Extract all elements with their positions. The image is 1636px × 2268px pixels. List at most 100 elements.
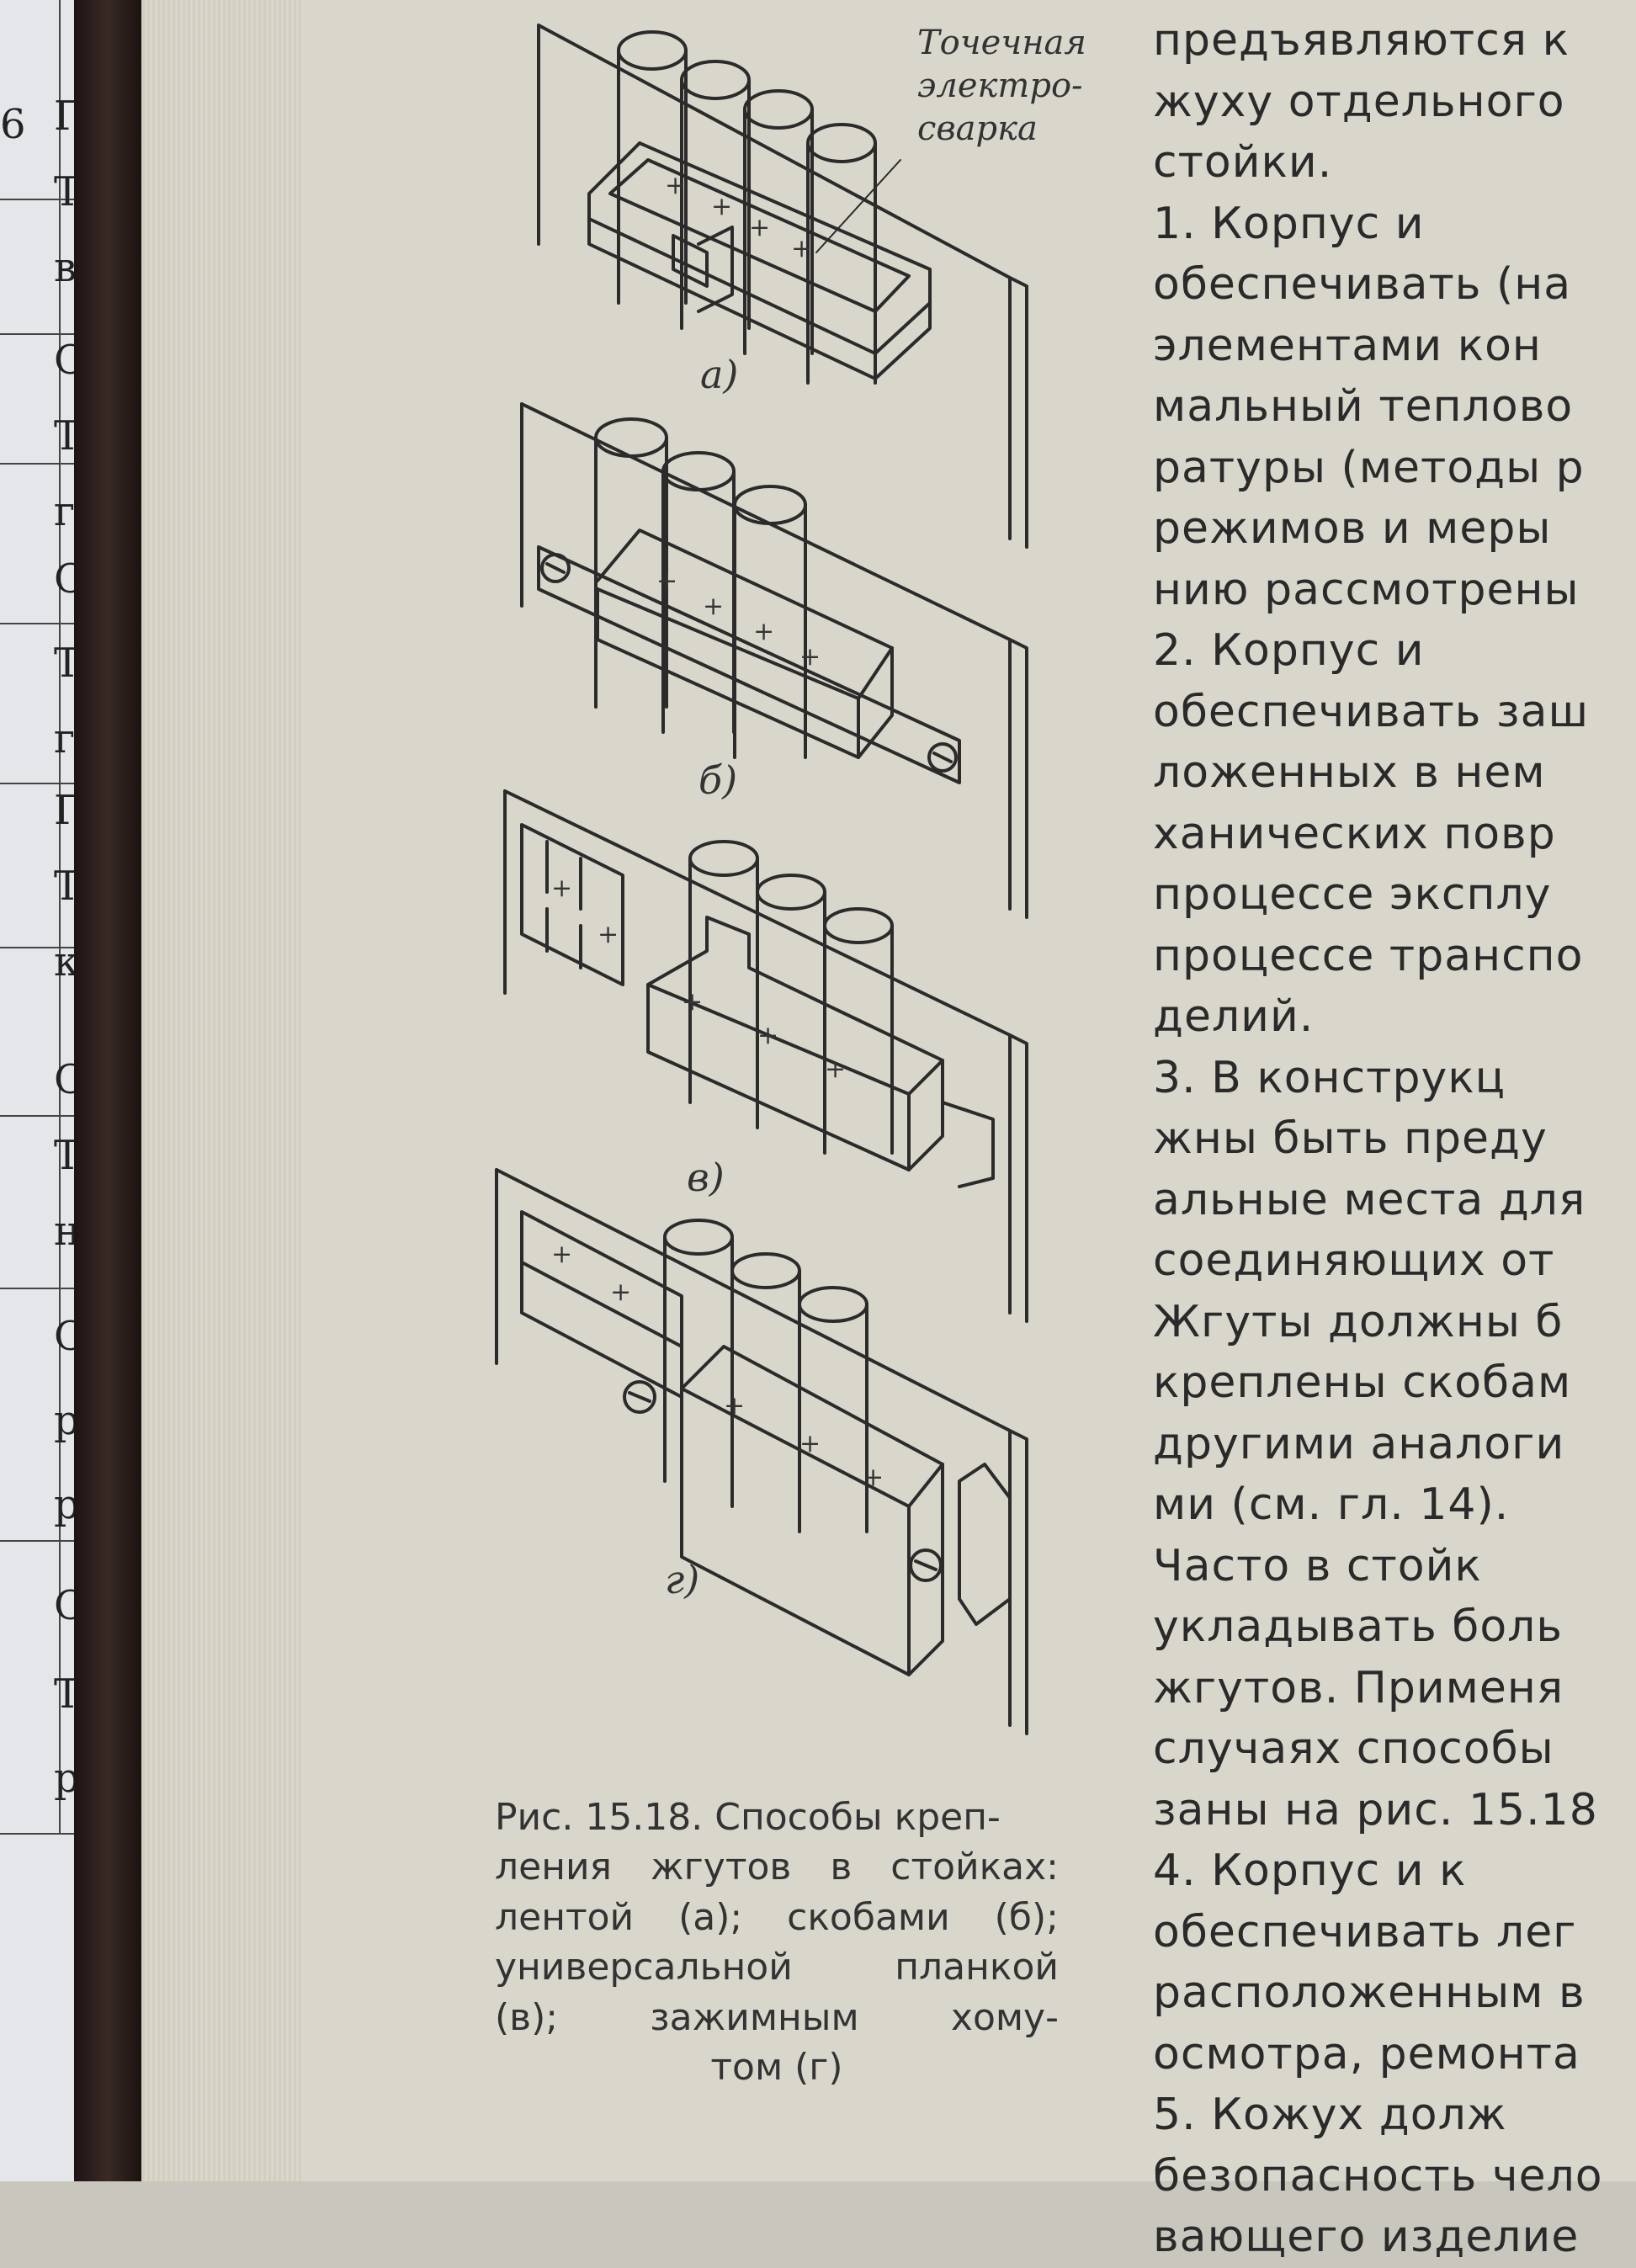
caption-word: Рис. 15.18. Способы креп- xyxy=(495,1796,1001,1839)
caption-word: скобами xyxy=(787,1895,950,1939)
svg-text:+: + xyxy=(799,642,821,672)
text-line: обеспечивать заш xyxy=(1153,686,1590,737)
caption-line: Рис. 15.18. Способы креп- xyxy=(495,1793,1059,1842)
table-row-divider xyxy=(0,1833,126,1835)
text-line: стойки. xyxy=(1153,137,1333,188)
figure-label-v: в) xyxy=(687,1155,725,1200)
text-line: ханических повр xyxy=(1153,808,1556,859)
text-line: 3. В конструкц xyxy=(1153,1052,1506,1103)
table-row-divider xyxy=(0,1115,126,1117)
table-row-divider xyxy=(0,199,126,200)
text-line: элементами кон xyxy=(1153,320,1542,371)
svg-text:+: + xyxy=(656,566,677,596)
caption-word: (б); xyxy=(994,1895,1059,1939)
text-line: жны быть преду xyxy=(1153,1113,1548,1164)
text-line: 4. Корпус и к xyxy=(1153,1846,1467,1896)
svg-text:+: + xyxy=(825,1054,846,1084)
text-line: креплены скобам xyxy=(1153,1357,1572,1408)
text-line: альные места для xyxy=(1153,1174,1586,1225)
caption-line: универсальной планкой xyxy=(495,1942,1059,1992)
caption-line: лентой (а); скобами (б); xyxy=(495,1893,1059,1942)
table-column-divider xyxy=(59,0,61,1835)
text-line: осмотра, ремонта xyxy=(1153,2028,1580,2079)
text-line: нию рассмотрены xyxy=(1153,564,1580,615)
figure-caption: Рис. 15.18. Способы креп- ления жгутов в… xyxy=(495,1793,1059,2092)
text-line: процессе эксплу xyxy=(1153,869,1552,920)
text-line: другими аналоги xyxy=(1153,1418,1565,1469)
caption-word: зажимным xyxy=(650,1995,859,2039)
table-cell-text: г xyxy=(54,715,76,762)
text-line: ратуры (методы р xyxy=(1153,442,1585,493)
text-line: ложенных в нем xyxy=(1153,747,1546,798)
caption-word: жгутов xyxy=(651,1846,792,1889)
text-line: безопасность чело xyxy=(1153,2150,1603,2202)
svg-text:+: + xyxy=(598,920,619,949)
table-row-divider xyxy=(0,783,126,784)
svg-text:+: + xyxy=(724,1391,745,1421)
text-line: обеспечивать (на xyxy=(1153,259,1572,310)
caption-line: том (г) xyxy=(495,2042,1059,2092)
svg-text:+: + xyxy=(799,1429,821,1458)
harness-mounting-figure: + + + + + + + + xyxy=(495,24,1028,1735)
caption-word: том (г) xyxy=(710,2045,843,2089)
text-line: предъявляются к xyxy=(1153,15,1570,66)
text-line: обеспечивать лег xyxy=(1153,1906,1577,1957)
caption-word: лентой xyxy=(495,1895,635,1939)
svg-text:+: + xyxy=(749,213,770,242)
text-line: ми (см. гл. 14). xyxy=(1153,1479,1510,1530)
text-line: жгутов. Применя xyxy=(1153,1662,1564,1713)
caption-word: (а); xyxy=(678,1895,743,1939)
caption-line: (в); зажимным хому- xyxy=(495,1993,1059,2042)
svg-text:+: + xyxy=(682,987,703,1017)
illustration-a: + + + + xyxy=(537,24,1028,549)
illustration-g: + + + + + xyxy=(495,1168,1028,1735)
table-row-divider xyxy=(0,333,126,335)
text-line: заны на рис. 15.18 xyxy=(1153,1784,1598,1835)
table-cell-text: г xyxy=(54,488,76,535)
table-row-divider xyxy=(0,1288,126,1289)
svg-text:+: + xyxy=(753,617,774,646)
book-page xyxy=(303,0,1636,2181)
caption-word: универсальной xyxy=(495,1946,793,1989)
text-line: случаях способы xyxy=(1153,1724,1554,1774)
figure-label-b: б) xyxy=(698,757,738,803)
text-line: укладывать боль xyxy=(1153,1601,1564,1652)
table-row-divider xyxy=(0,463,126,465)
text-line: расположенным в xyxy=(1153,1968,1586,2018)
text-line: соединяющих от xyxy=(1153,1235,1555,1286)
illustration-v: + + + + + xyxy=(503,789,1028,1323)
svg-text:+: + xyxy=(610,1277,631,1307)
illustration-b: + + + + xyxy=(520,402,1028,919)
figure-label-g: г) xyxy=(665,1557,700,1602)
caption-word: хому- xyxy=(950,1995,1059,2039)
text-line: мальный теплово xyxy=(1153,381,1574,432)
callout-line: сварка xyxy=(917,109,1038,149)
text-line: вающего изделие xyxy=(1153,2212,1580,2262)
callout-line: Точечная xyxy=(917,24,1086,62)
text-line: процессе транспо xyxy=(1153,930,1584,981)
svg-text:+: + xyxy=(757,1021,778,1050)
text-line: Жгуты должны б xyxy=(1153,1296,1564,1347)
table-row-divider xyxy=(0,947,126,948)
caption-word: планкой xyxy=(895,1946,1059,1989)
svg-text:+: + xyxy=(665,171,686,200)
text-line: 2. Корпус и xyxy=(1153,625,1425,676)
text-line: жуху отдельного xyxy=(1153,76,1565,127)
table-cell-text: 6 xyxy=(0,101,26,148)
table-row-divider xyxy=(0,623,126,624)
callout-line: электро- xyxy=(917,66,1083,106)
figure-label-a: а) xyxy=(700,352,739,397)
caption-line: ления жгутов в стойках: xyxy=(495,1842,1059,1892)
page-edges xyxy=(141,0,310,2181)
svg-text:+: + xyxy=(551,1240,572,1269)
body-text-column: предъявляются к жуху отдельного стойки. … xyxy=(1153,10,1636,2268)
spot-welding-callout: Точечная электро- сварка xyxy=(917,22,1119,151)
caption-word: ления xyxy=(495,1846,613,1889)
book-cover-spine xyxy=(74,0,141,2181)
caption-word: в xyxy=(830,1846,853,1889)
svg-text:+: + xyxy=(703,592,724,621)
table-row-divider xyxy=(0,1540,126,1542)
caption-word: стойках: xyxy=(890,1846,1059,1889)
svg-text:+: + xyxy=(711,192,732,221)
text-line: режимов и меры xyxy=(1153,503,1552,554)
